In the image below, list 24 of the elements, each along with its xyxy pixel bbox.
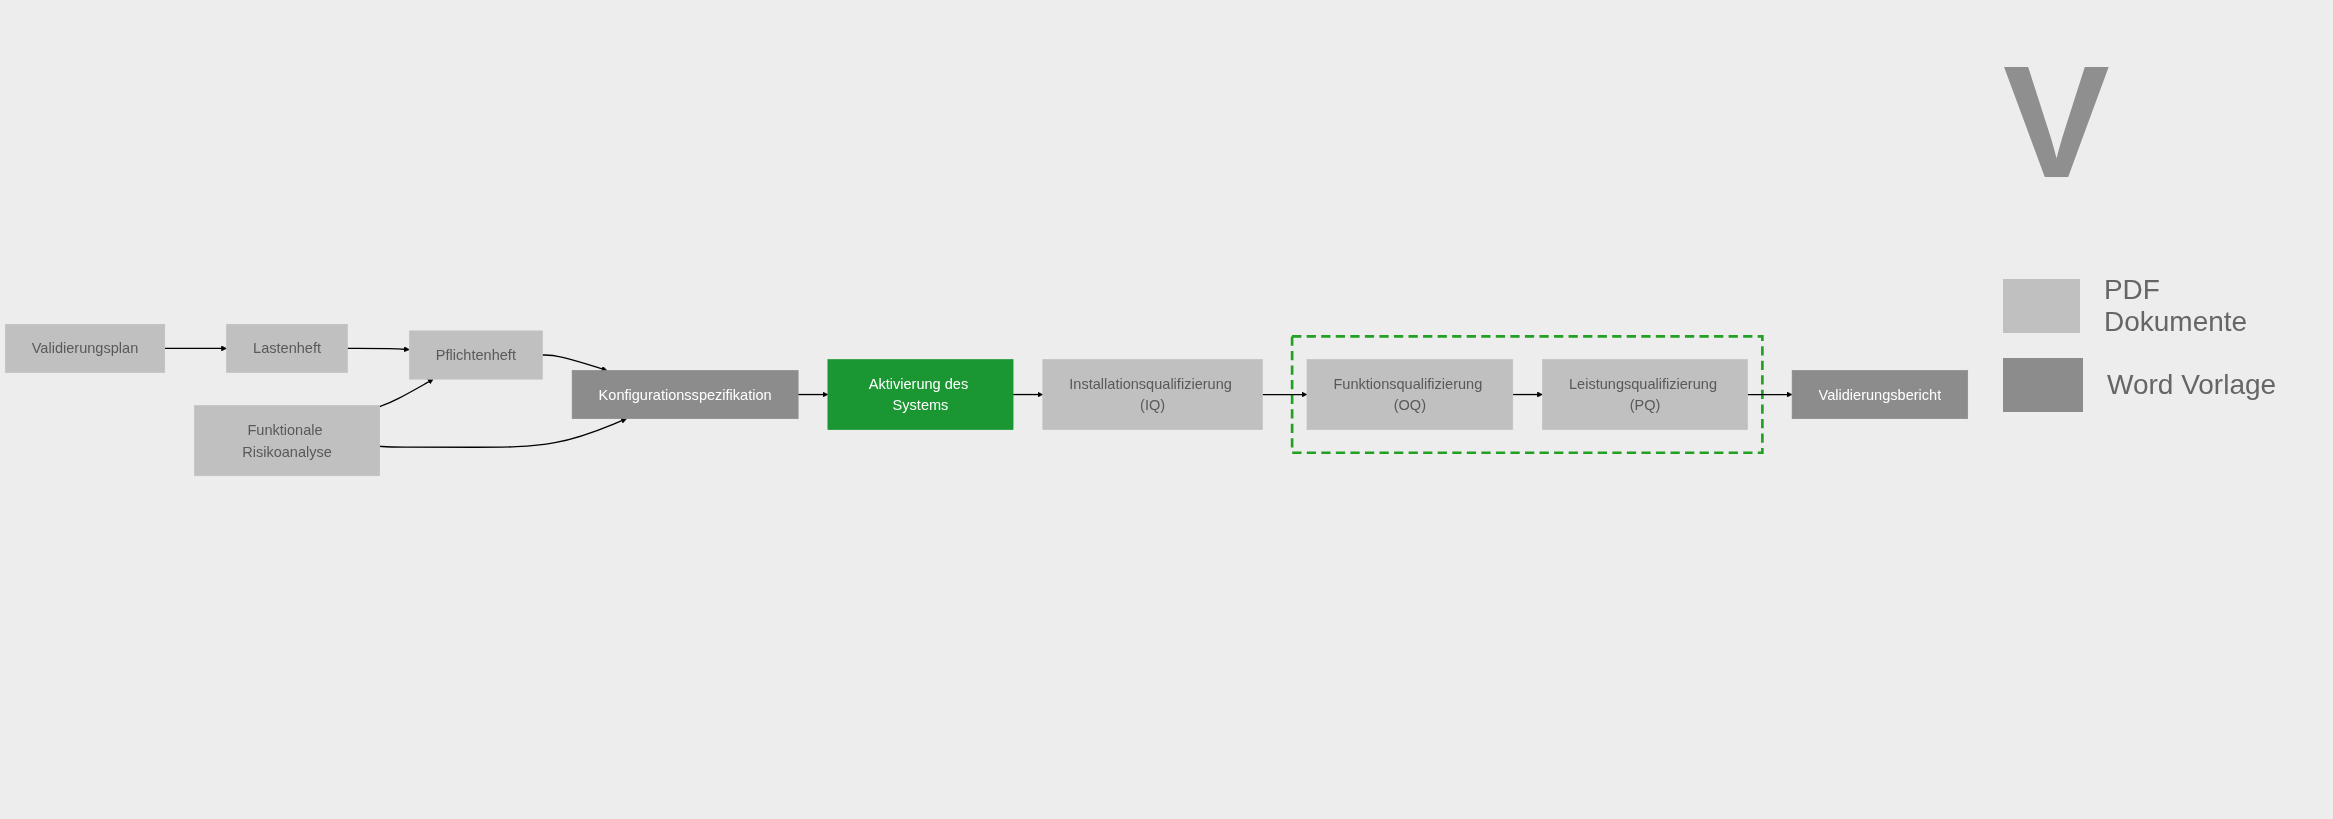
arrow [797, 391, 829, 398]
node-box: Lastenheft [226, 323, 348, 373]
node-box: Pflichtenheft [409, 330, 543, 380]
arrow [346, 346, 410, 353]
legend-label: Word Vorlage [2107, 369, 2277, 401]
node-box: Konfigurationsspezifikation [571, 370, 799, 419]
node-box: Funktionale Risikoanalyse [194, 405, 380, 477]
arrow [1512, 391, 1543, 398]
arrow [1261, 391, 1308, 398]
legend-label: PDF Dokumente [2103, 274, 2249, 338]
node-box: Funktionsqualifizierung (OQ) [1306, 359, 1514, 430]
node-box: Validierungsbericht [1791, 370, 1969, 419]
node-box: Aktivierung des Systems [827, 359, 1014, 430]
node-box: Installationsqualifizierung (IQ) [1042, 359, 1263, 430]
arrow [1012, 391, 1044, 398]
arrow [378, 378, 434, 408]
arrow [541, 354, 608, 372]
cluster [1290, 335, 1764, 455]
decorative-letter: V [2003, 31, 2110, 213]
node-box: Leistungsqualifizierung (PQ) [1542, 359, 1748, 430]
arrow [164, 345, 227, 352]
arrow [378, 418, 627, 448]
arrow [1746, 391, 1793, 398]
node-box: Validierungsplan [4, 323, 166, 373]
